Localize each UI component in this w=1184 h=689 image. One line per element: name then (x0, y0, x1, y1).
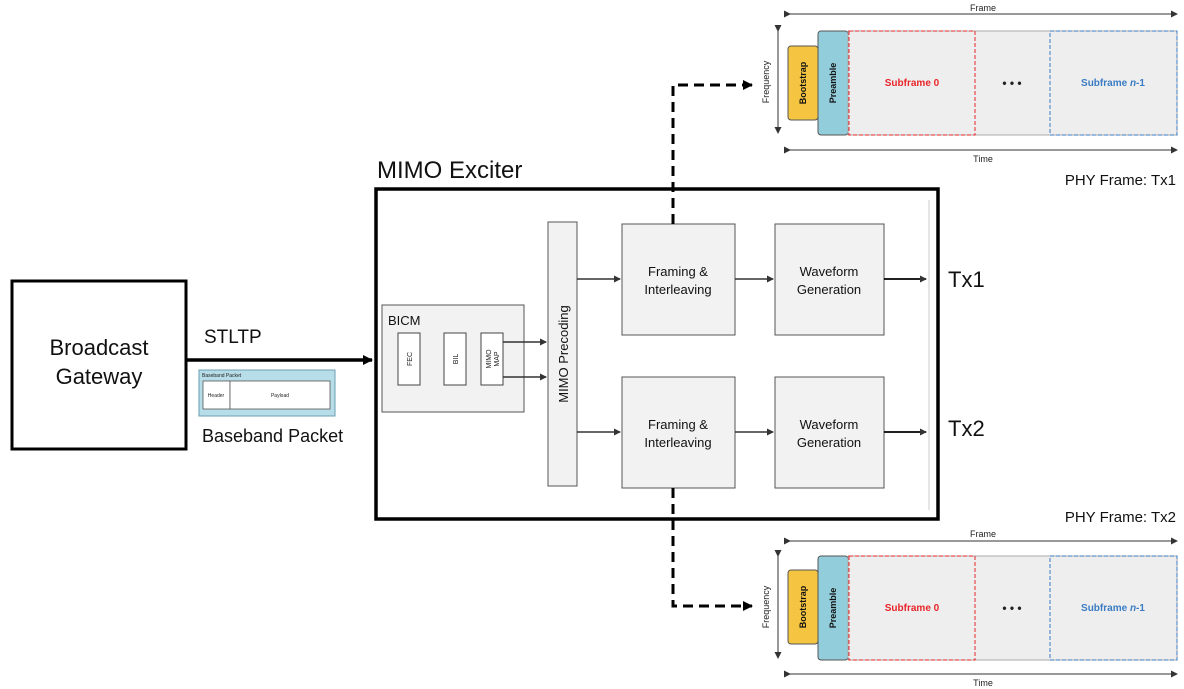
tx2-bootstrap-label: Bootstrap (798, 585, 808, 628)
baseband-packet-label: Baseband Packet (202, 426, 343, 446)
mimo-map-box (480, 332, 504, 386)
broadcast-gateway-label-1: Broadcast (49, 335, 148, 360)
tx2-subframe-n (1049, 555, 1178, 661)
waveform-generation-1-box (774, 223, 885, 336)
tx1-preamble-label: Preamble (828, 63, 838, 104)
tx1-frequency-label: Frequency (761, 60, 771, 103)
phy-frame-tx2: PHY Frame: Tx2 Frame Frequency Bootstrap… (761, 509, 1178, 688)
stltp-label: STLTP (204, 327, 262, 348)
tx1-label: Tx1 (948, 267, 985, 292)
tx2-subframe-n-suffix: -1 (1136, 603, 1145, 614)
waveform-generation-1-label-1: Waveform (800, 264, 859, 279)
tx1-subframe-n-label: Subframe n-1 (1081, 78, 1145, 89)
bicm-block: BICM FEC BIL MIMO MAP (381, 304, 525, 413)
tx2-subframe-n-prefix: Subframe (1081, 603, 1130, 614)
tx1-ellipsis: • • • (1002, 76, 1021, 90)
baseband-packet-inner-title: Baseband Packet (202, 373, 242, 379)
baseband-packet-payload-box (229, 380, 331, 410)
broadcast-gateway: Broadcast Gateway (10, 279, 188, 451)
mimo-map-label-2: MAP (494, 351, 501, 367)
waveform-generation-2-label-2: Generation (797, 435, 861, 450)
framing-interleaving-1-box (621, 223, 736, 336)
fec-box (397, 332, 421, 386)
baseband-packet: Baseband Packet Header Payload (198, 369, 336, 417)
broadcast-gateway-label-2: Gateway (56, 364, 143, 389)
baseband-packet-header: Header (208, 393, 225, 399)
tx2-frame-dashed-arrow (671, 488, 753, 611)
tx2-ellipsis: • • • (1002, 601, 1021, 615)
tx2-label: Tx2 (948, 416, 985, 441)
mimo-map-label-1: MIMO (486, 349, 493, 369)
tx2-subframe-0-label: Subframe 0 (885, 603, 940, 614)
tx1-subframe-n-prefix: Subframe (1081, 78, 1130, 89)
framing-interleaving-1-label-1: Framing & (648, 264, 708, 279)
tx1-subframe-n-suffix: -1 (1136, 78, 1145, 89)
bicm-title: BICM (388, 313, 421, 328)
tx1-subframe-n (1049, 30, 1178, 136)
tx2-frequency-label: Frequency (761, 585, 771, 628)
broadcast-gateway-box (10, 279, 188, 451)
phy-frame-tx1: Frame Frequency Bootstrap Preamble Subfr… (761, 3, 1178, 189)
tx2-time-label: Time (973, 678, 993, 688)
waveform-generation-2-box (774, 376, 885, 489)
baseband-packet-header-box (202, 380, 231, 410)
tx1-subframe-n-var: n (1130, 78, 1136, 89)
tx1-subframe-0 (848, 30, 976, 136)
tx1-time-label: Time (973, 154, 993, 164)
tx2-phy-frame-caption: PHY Frame: Tx2 (1065, 509, 1176, 526)
tx1-subframe-0-label: Subframe 0 (885, 78, 940, 89)
framing-interleaving-2-label-1: Framing & (648, 417, 708, 432)
baseband-packet-payload: Payload (271, 393, 289, 399)
bil-box (443, 332, 467, 386)
bil-label: BIL (453, 354, 460, 365)
mimo-exciter-title: MIMO Exciter (377, 157, 522, 184)
tx1-frame-label: Frame (970, 3, 996, 13)
tx2-subframes-area (847, 555, 1178, 661)
fec-label: FEC (407, 352, 414, 366)
tx2-preamble-label: Preamble (828, 588, 838, 629)
mimo-precoding-label: MIMO Precoding (556, 305, 571, 403)
tx1-phy-frame-caption: PHY Frame: Tx1 (1065, 172, 1176, 189)
tx2-frame-label: Frame (970, 529, 996, 539)
waveform-generation-1-label-2: Generation (797, 282, 861, 297)
tx2-subframe-n-label: Subframe n-1 (1081, 603, 1145, 614)
tx1-bootstrap-label: Bootstrap (798, 61, 808, 104)
tx2-subframe-0 (848, 555, 976, 661)
framing-interleaving-2-label-2: Interleaving (644, 435, 711, 450)
mimo-precoding-box (547, 221, 578, 487)
framing-interleaving-1-label-2: Interleaving (644, 282, 711, 297)
tx2-subframe-n-var: n (1130, 603, 1136, 614)
waveform-generation-2-label-1: Waveform (800, 417, 859, 432)
tx1-subframes-area (847, 30, 1178, 136)
framing-interleaving-2-box (621, 376, 736, 489)
